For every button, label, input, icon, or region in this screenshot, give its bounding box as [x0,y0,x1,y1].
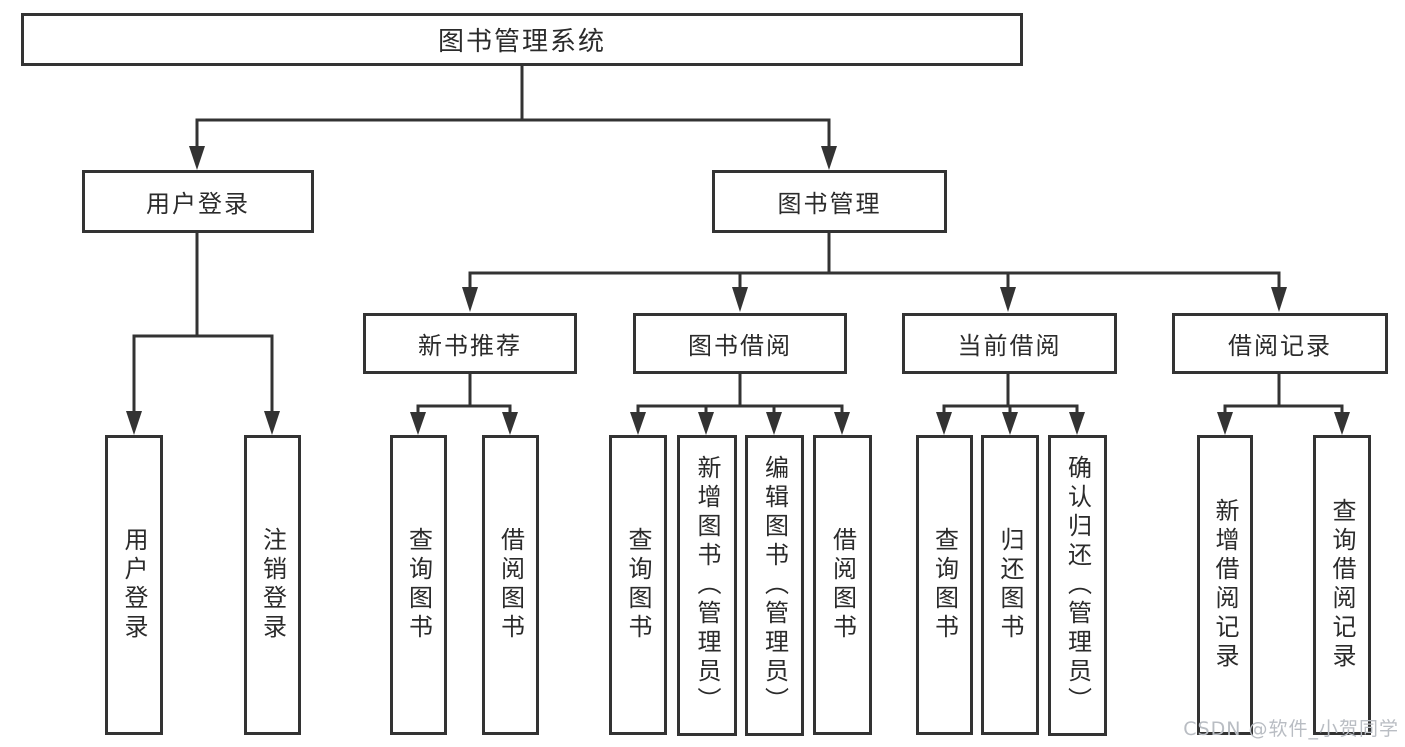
connector-book-management-to-level3 [462,233,1287,312]
node-book-borrowing: 图书借阅 [633,313,847,374]
connector-book-borrowing-to-leaves [630,374,850,435]
leaf-borrow-books: 借阅图书 [813,435,872,735]
leaf-query-books-recommend-label: 查询图书 [404,527,433,643]
node-borrowing-records: 借阅记录 [1172,313,1388,374]
node-book-management: 图书管理 [712,170,947,233]
node-new-book-recommend: 新书推荐 [363,313,577,374]
leaf-query-books-recommend: 查询图书 [390,435,447,735]
connector-root-to-level2 [189,66,837,170]
leaf-logout-label: 注销登录 [258,527,287,643]
leaf-query-borrow-record-label: 查询借阅记录 [1328,498,1356,672]
leaf-confirm-return-admin-label: 确认归还（管理员） [1063,455,1092,716]
leaf-borrow-books-recommend-label: 借阅图书 [496,527,525,643]
leaf-return-books: 归还图书 [981,435,1039,735]
connector-borrowing-records-to-leaves [1217,374,1350,435]
node-book-borrowing-label: 图书借阅 [688,332,792,360]
leaf-edit-books-admin: 编辑图书（管理员） [745,435,804,736]
leaf-add-borrow-record-label: 新增借阅记录 [1211,498,1239,672]
node-new-book-recommend-label: 新书推荐 [418,332,522,360]
node-user-login: 用户登录 [82,170,314,233]
leaf-query-books-current: 查询图书 [916,435,973,735]
node-user-login-label: 用户登录 [146,190,250,218]
leaf-add-borrow-record: 新增借阅记录 [1197,435,1253,735]
leaf-return-books-label: 归还图书 [996,527,1024,643]
leaf-query-borrow-record: 查询借阅记录 [1313,435,1371,735]
leaf-add-books-admin: 新增图书（管理员） [677,435,737,736]
leaf-user-login: 用户登录 [105,435,163,735]
leaf-add-books-admin-label: 新增图书（管理员） [693,455,721,716]
connector-new-book-recommend-to-leaves [410,374,518,435]
leaf-borrow-books-label: 借阅图书 [828,527,857,643]
leaf-edit-books-admin-label: 编辑图书（管理员） [760,455,789,716]
node-borrowing-records-label: 借阅记录 [1228,332,1332,360]
leaf-borrow-books-recommend: 借阅图书 [482,435,539,735]
leaf-logout: 注销登录 [244,435,301,735]
leaf-query-books-borrowing: 查询图书 [609,435,667,735]
connector-current-borrowing-to-leaves [936,374,1085,435]
node-current-borrowing: 当前借阅 [902,313,1117,374]
leaf-query-books-borrowing-label: 查询图书 [624,527,652,643]
leaf-user-login-label: 用户登录 [120,527,148,643]
node-current-borrowing-label: 当前借阅 [957,332,1062,360]
node-library-management-system-label: 图书管理系统 [437,27,606,57]
node-book-management-label: 图书管理 [777,190,882,218]
leaf-confirm-return-admin: 确认归还（管理员） [1048,435,1107,736]
connector-user-login-to-leaves [126,233,280,435]
node-library-management-system: 图书管理系统 [21,13,1023,66]
leaf-query-books-current-label: 查询图书 [930,527,959,643]
